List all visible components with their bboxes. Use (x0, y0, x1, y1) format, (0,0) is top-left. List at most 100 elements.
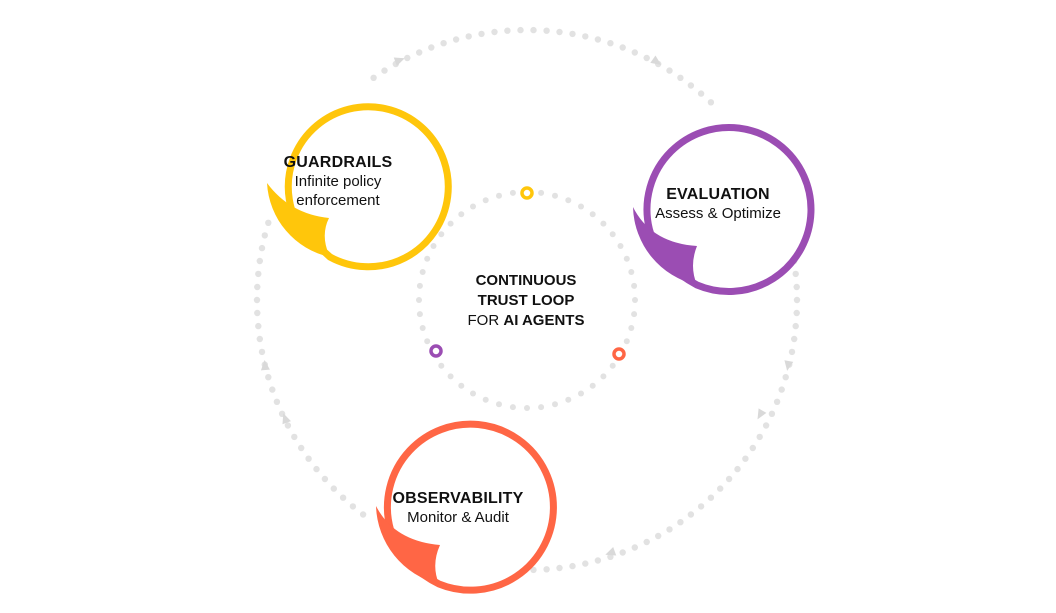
outer-ring-dot (291, 433, 298, 441)
outer-ring-dot (273, 398, 281, 405)
outer-ring-dot (265, 219, 272, 226)
outer-ring-dot (543, 27, 550, 34)
outer-ring-dot (269, 386, 276, 393)
evaluation-label: EVALUATION Assess & Optimize (632, 185, 804, 223)
outer-ring-dot (749, 444, 756, 452)
observability-bubble-fill (376, 506, 440, 584)
inner-ring-dot (482, 197, 489, 204)
inner-ring-dot (509, 404, 516, 411)
observability-subtitle: Monitor & Audit (407, 509, 509, 526)
inner-ring-dot (632, 297, 638, 303)
outer-ring-dot (619, 44, 626, 51)
inner-ring-dot (589, 382, 596, 389)
outer-ring-dot (491, 28, 498, 36)
inner-ring-dot (623, 338, 630, 345)
outer-ring-dot (543, 566, 550, 573)
outer-ring-dot (782, 374, 789, 381)
outer-ring-dot (404, 54, 411, 62)
outer-ring-dot (305, 455, 312, 462)
outer-ring-dot (697, 90, 705, 97)
outer-ring-dot (791, 335, 798, 343)
outer-ring-dot (793, 296, 801, 304)
guardrails-bubble (284, 103, 452, 271)
inner-ring-dot (628, 325, 635, 331)
outer-ring-dot (330, 485, 337, 492)
outer-ring-dot (631, 544, 638, 551)
inner-ring-dot (609, 362, 616, 369)
inner-ring-dot (447, 220, 454, 227)
outer-ring-dot (756, 433, 763, 441)
outer-ring-dot (321, 475, 329, 483)
inner-ring-dot (438, 362, 445, 369)
outer-ring-dot (594, 557, 602, 564)
guardrails-subtitle-line-1: Infinite policy (294, 173, 382, 190)
inner-ring-dot (524, 405, 530, 411)
outer-ring-dot (773, 398, 781, 405)
outer-ring-dot (465, 33, 472, 40)
inner-ring-dot (617, 243, 624, 249)
outer-ring-dot (313, 465, 320, 473)
outer-ring-dot (707, 99, 715, 106)
outer-ring-dot (504, 27, 511, 34)
inner-ring-dot (419, 325, 426, 331)
center-line-3-prefix: FOR (467, 312, 500, 329)
guardrails-bubble-fill (267, 183, 330, 257)
flow-arrow (605, 547, 617, 556)
inner-ring-dot (538, 404, 545, 411)
inner-ring-dot (419, 269, 426, 275)
center-line-3-bold: AI AGENTS (503, 312, 585, 329)
evaluation-marker (429, 344, 443, 358)
outer-ring-dot (666, 67, 673, 74)
inner-ring-dot (552, 192, 558, 199)
outer-ring-dot (687, 511, 695, 518)
outer-ring-dot (793, 309, 800, 317)
center-line-2: TRUST LOOP (477, 292, 575, 309)
outer-ring-dot (725, 475, 733, 483)
inner-ring-dot (628, 269, 635, 275)
outer-ring-dot (254, 309, 261, 317)
outer-ring-dot (594, 36, 602, 43)
inner-ring-dot (447, 373, 454, 380)
inner-ring-dot (424, 255, 431, 262)
outer-ring-dot (677, 519, 684, 526)
outer-ring-dot (440, 40, 447, 47)
outer-ring-dot (707, 494, 715, 501)
inner-ring-dot (496, 401, 502, 408)
inner-ring-dot (470, 390, 476, 397)
outer-ring-dot (530, 566, 537, 574)
inner-ring-dot (458, 382, 465, 389)
outer-ring-dot (778, 386, 785, 393)
outer-ring-dot (742, 455, 749, 462)
center-label: CONTINUOUS TRUST LOOP FOR AI AGENTS (426, 271, 626, 331)
inner-ring-dot (430, 243, 437, 249)
evaluation-title: EVALUATION (666, 186, 770, 203)
observability-label: OBSERVABILITY Monitor & Audit (372, 489, 544, 527)
flow-arrow (757, 408, 767, 420)
observability-marker (612, 347, 626, 361)
inner-ring-dot (424, 338, 431, 345)
flow-arrow (784, 360, 794, 371)
outer-ring-dot (569, 562, 576, 570)
inner-ring-dot (416, 311, 423, 318)
outer-ring-dot (666, 526, 673, 533)
outer-ring-dot (792, 322, 799, 330)
center-line-3: FOR AI AGENTS (426, 311, 626, 331)
outer-dotted-ring (253, 26, 801, 574)
inner-ring-dot (438, 231, 445, 238)
evaluation-node (633, 123, 815, 295)
outer-ring-dot (677, 74, 684, 82)
guardrails-marker (520, 186, 534, 200)
outer-ring-dot (254, 283, 261, 291)
outer-ring-dot (607, 40, 614, 47)
outer-ring-dot (768, 410, 776, 417)
inner-dotted-ring (416, 189, 638, 411)
outer-ring-dot (256, 257, 263, 265)
outer-ring-dot (349, 503, 357, 510)
center-line-1: CONTINUOUS (475, 272, 577, 289)
outer-ring-dot (255, 322, 262, 330)
outer-ring-dot (687, 82, 695, 89)
outer-ring-dot (253, 296, 261, 304)
flow-arrow (393, 57, 405, 66)
outer-ring-dot (530, 26, 537, 34)
